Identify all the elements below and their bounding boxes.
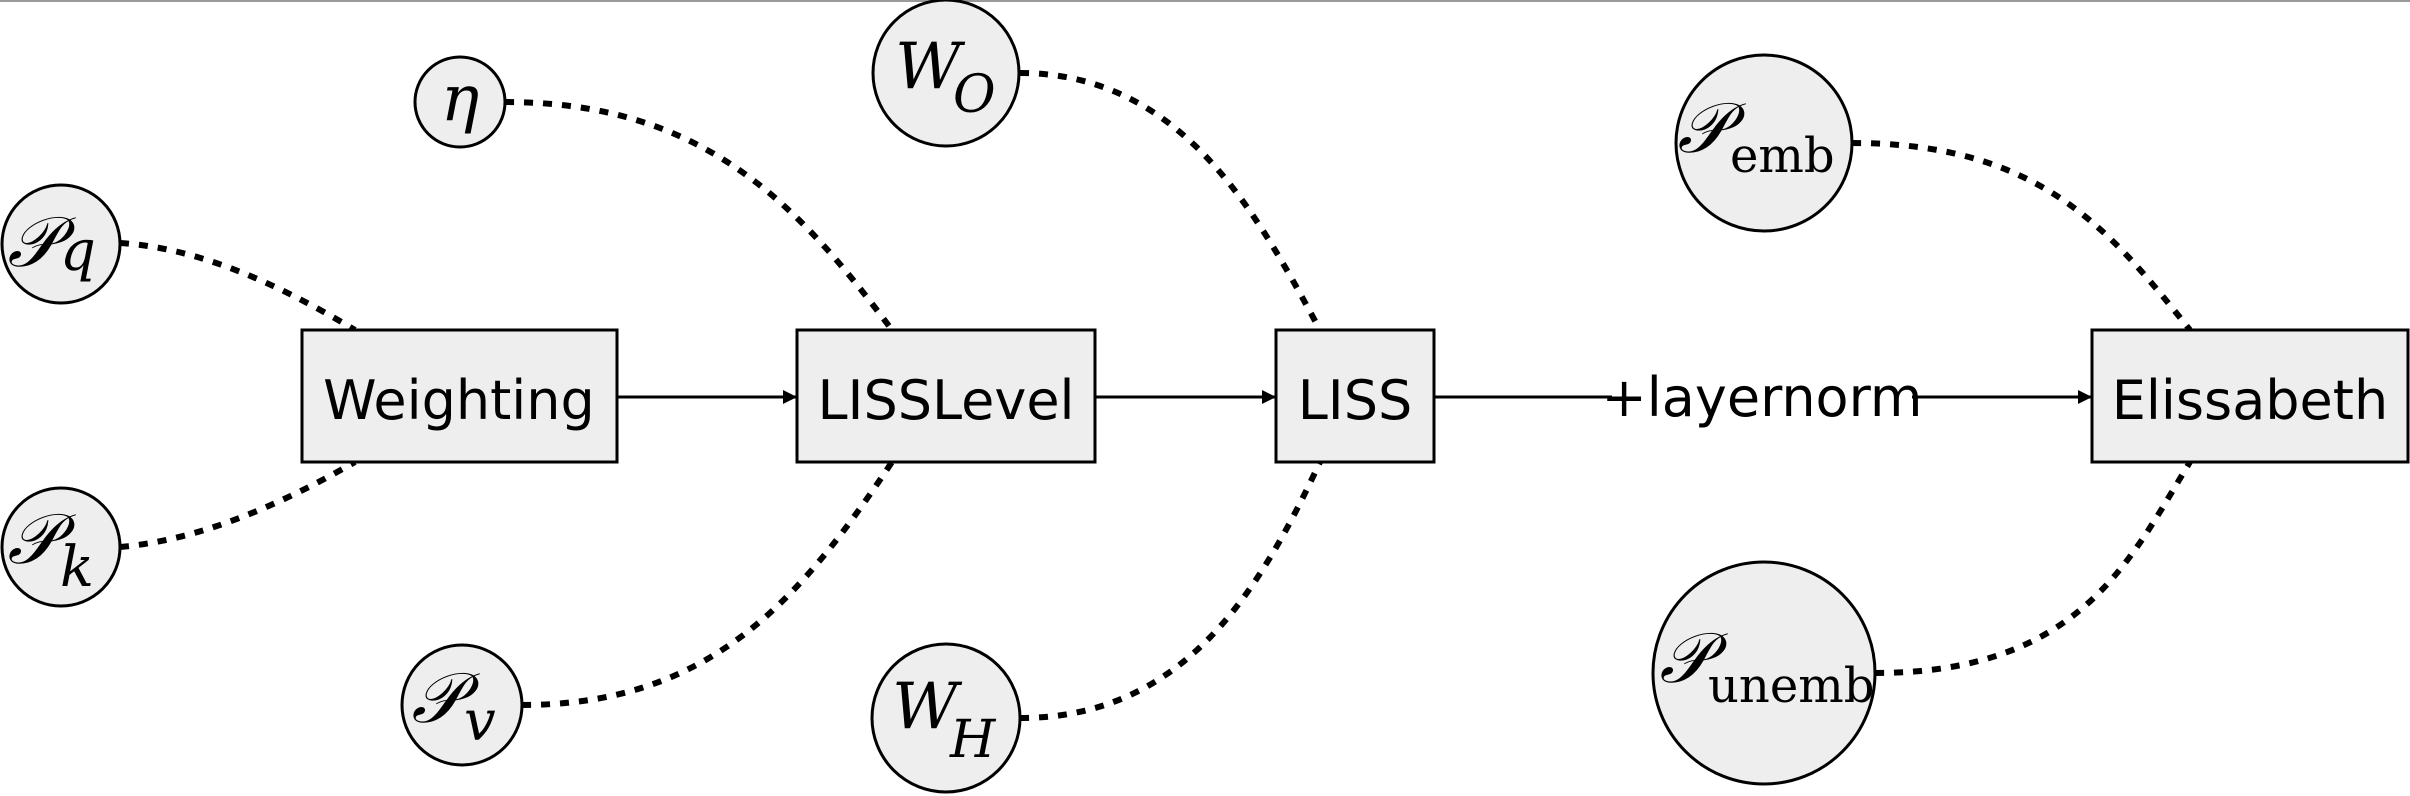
- edge-label-background: [1612, 368, 1912, 428]
- param-w-h-subscript: H: [949, 710, 997, 770]
- connector-wh-liss: [1019, 460, 1323, 721]
- param-w-h-symbol: W: [892, 670, 963, 744]
- module-elissabeth-label: Elissabeth: [2112, 369, 2388, 432]
- param-eta: η: [413, 55, 507, 149]
- param-p-unemb-subscript: unemb: [1708, 658, 1874, 714]
- connector-punemb-elissabeth: [1874, 460, 2193, 676]
- module-lisslevel-label: LISSLevel: [817, 369, 1074, 432]
- param-p-q-subscript: q: [60, 219, 96, 284]
- connector-pv-lisslevel: [521, 460, 895, 708]
- module-weighting: Weighting: [300, 328, 619, 464]
- module-lisslevel: LISSLevel: [795, 328, 1097, 464]
- connector-eta-lisslevel: [504, 99, 895, 332]
- param-p-unemb: 𝒫 unemb: [1651, 560, 1877, 786]
- param-w-o-symbol: W: [895, 30, 966, 104]
- param-eta-symbol: η: [441, 62, 479, 136]
- param-p-emb: 𝒫 emb: [1674, 53, 1854, 233]
- connector-wo-liss: [1019, 70, 1323, 332]
- edge-label-layernorm: +layernorm: [1602, 366, 1923, 429]
- module-elissabeth: Elissabeth: [2090, 328, 2410, 464]
- param-p-k: 𝒫 k: [0, 486, 122, 608]
- param-p-k-subscript: k: [60, 535, 94, 600]
- module-weighting-label: Weighting: [323, 369, 595, 432]
- connector-pemb-elissabeth: [1851, 140, 2193, 332]
- param-p-q: 𝒫 q: [0, 183, 122, 305]
- param-p-v-subscript: v: [464, 689, 496, 754]
- connector-pk-weighting: [119, 459, 357, 550]
- module-liss-label: LISS: [1298, 369, 1413, 432]
- module-liss: LISS: [1274, 328, 1436, 464]
- connector-pq-weighting: [119, 240, 357, 333]
- param-w-o: W O: [871, 0, 1021, 148]
- param-w-h: W H: [870, 642, 1022, 794]
- param-p-emb-subscript: emb: [1730, 128, 1835, 184]
- param-w-o-subscript: O: [953, 65, 996, 125]
- param-p-v: 𝒫 v: [400, 643, 524, 767]
